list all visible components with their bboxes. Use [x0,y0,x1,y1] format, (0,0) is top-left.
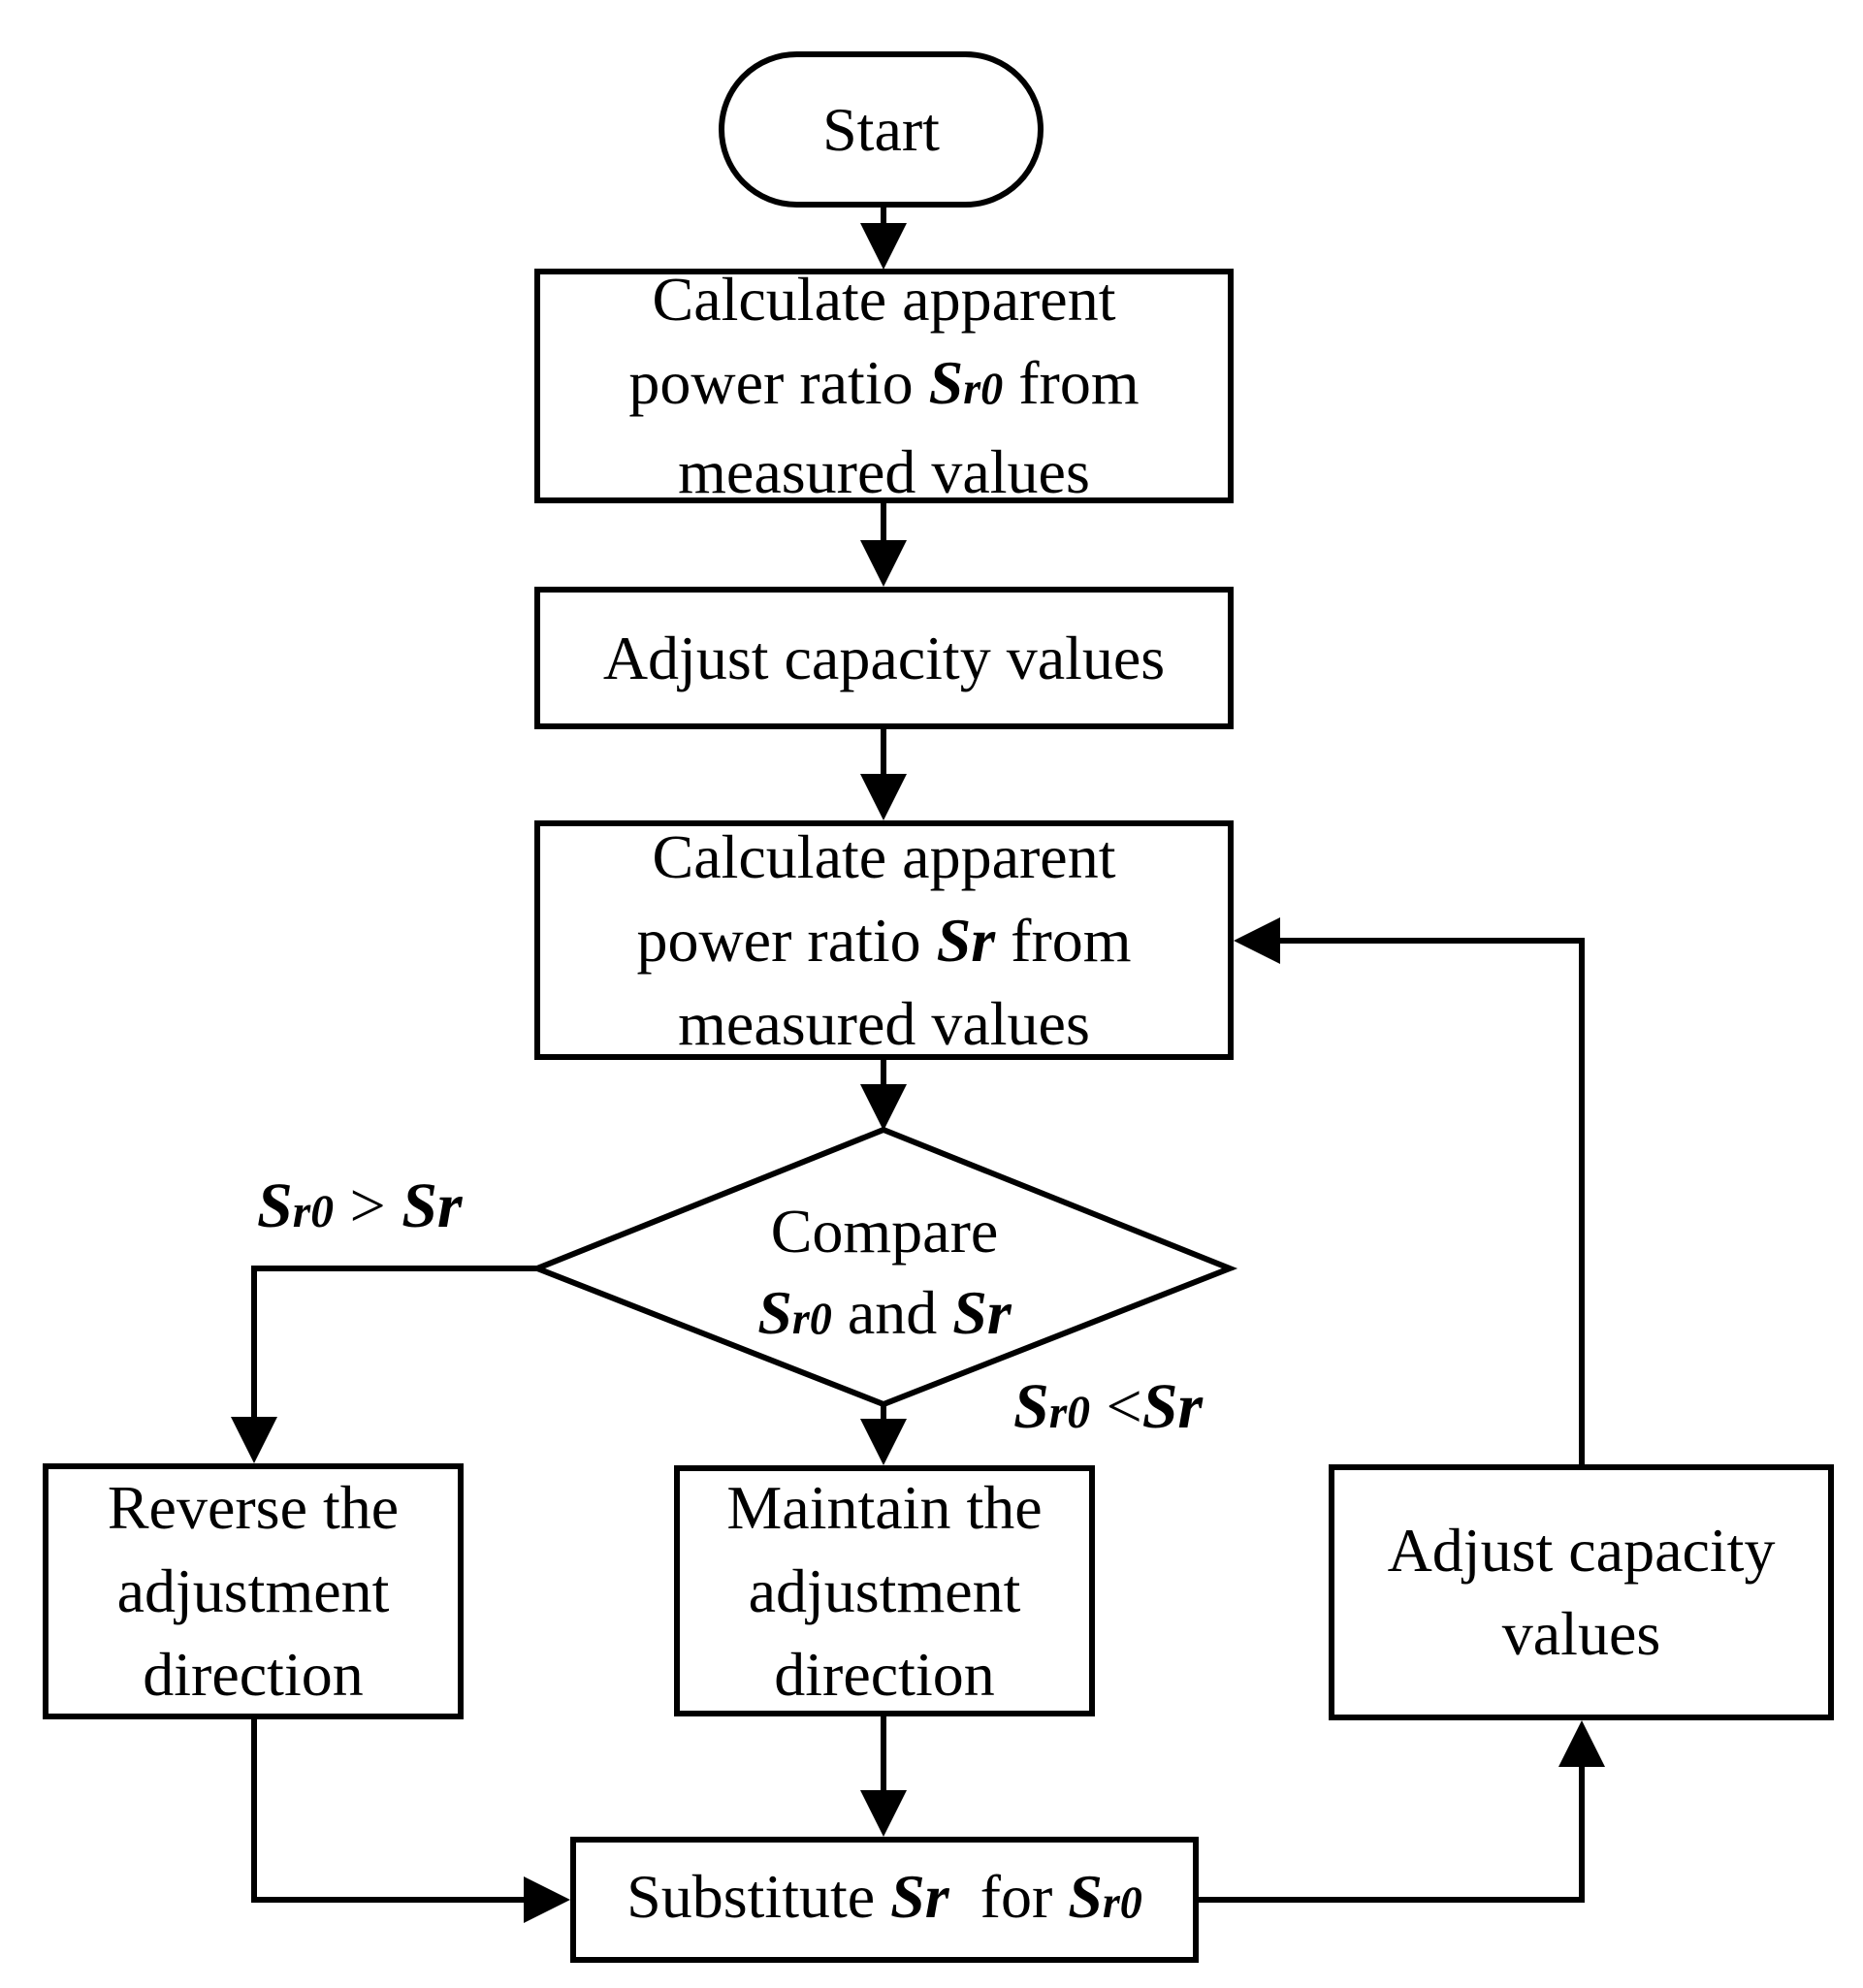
maintain-line2: adjustment [748,1555,1021,1625]
arrow-adjust-loop-to-calc-sr [1234,917,1585,1464]
reverse-line2: adjustment [116,1556,390,1625]
calc-sr-line2-pre: power ratio [636,905,937,975]
calc-sr0-line3: measured values [678,437,1090,506]
substitute-var2: S [1068,1862,1103,1931]
edge-greater-var1-sub: r0 [292,1187,334,1237]
calc-sr0-line2-post: from [1003,348,1140,417]
calc-sr0-line2: power ratio Sr0 from [628,341,1139,431]
maintain-line3: direction [774,1639,995,1709]
calc-sr0-line2-pre: power ratio [628,348,929,417]
edge-greater-var1: S [257,1170,293,1241]
calc-sr-var: Sr [936,905,996,975]
substitute-label: Substitute Sr for Sr0 [626,1855,1142,1944]
substitute-var1: Sr [890,1862,949,1931]
calc-sr0-var-sub: r0 [963,364,1004,413]
adjust-capacity-node-1: Adjust capacity values [534,587,1234,729]
edge-greater-var2: Sr [402,1170,463,1241]
calc-sr-line1: Calculate apparent [652,821,1116,891]
calc-sr-line2: power ratio Sr from [636,899,1131,982]
substitute-var2-sub: r0 [1102,1877,1142,1927]
arrow-compare-to-reverse [231,1266,537,1463]
edge-less-var1: S [1013,1371,1049,1442]
calc-sr-node: Calculate apparent power ratio Sr from m… [534,820,1234,1060]
compare-line2: Sr0 and Sr [737,1272,1032,1360]
edge-less-var1-sub: r0 [1048,1388,1090,1438]
substitute-pre: Substitute [626,1862,891,1931]
calc-sr0-line1: Calculate apparent [652,265,1116,334]
edge-label-sr0-greater-sr: Sr0 > Sr [257,1170,463,1243]
reverse-line1: Reverse the [107,1473,400,1542]
maintain-direction-node: Maintain the adjustment direction [674,1465,1095,1716]
reverse-direction-node: Reverse the adjustment direction [43,1463,464,1719]
edge-less-var2: Sr [1141,1371,1204,1442]
edge-label-sr0-less-sr: Sr0 <Sr [1013,1370,1203,1444]
calc-sr0-var: S [928,348,964,417]
compare-node-label: Compare Sr0 and Sr [737,1191,1032,1360]
reverse-line3: direction [143,1640,364,1709]
start-node: Start [719,51,1044,208]
arrow-reverse-to-substitute [251,1719,570,1923]
compare-var2: Sr [952,1278,1012,1347]
calc-sr-line3: measured values [678,988,1090,1058]
adjust-2-line2: values [1501,1599,1661,1668]
maintain-line1: Maintain the [726,1472,1043,1542]
start-label: Start [822,94,940,164]
calc-sr0-node: Calculate apparent power ratio Sr0 from … [534,265,1234,506]
substitute-mid: for [948,1862,1069,1931]
substitute-node: Substitute Sr for Sr0 [570,1837,1199,1963]
adjust-capacity-node-2: Adjust capacity values [1329,1464,1834,1720]
adjust-capacity-label-1: Adjust capacity values [602,623,1166,692]
compare-var1-sub: r0 [791,1294,832,1343]
adjust-2-line1: Adjust capacity [1387,1516,1776,1585]
edge-less-op: < [1089,1371,1142,1442]
compare-var1: S [757,1278,792,1347]
compare-line1: Compare [770,1197,999,1266]
compare-mid: and [831,1278,953,1347]
calc-sr-line2-post: from [995,905,1132,975]
arrow-substitute-to-adjust [1199,1720,1605,1903]
edge-greater-op: > [333,1170,402,1241]
